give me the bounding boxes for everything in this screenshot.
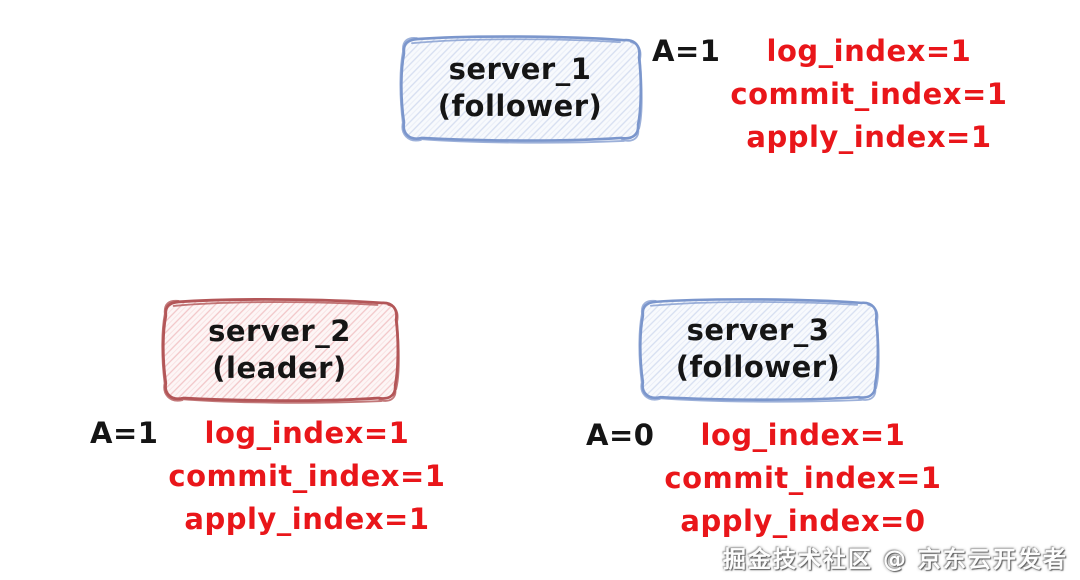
- node-title: server_1: [448, 52, 592, 86]
- index-lines: log_index=1 commit_index=1 apply_index=1: [730, 30, 1007, 159]
- a-value-label: A=1: [652, 34, 721, 68]
- index-line: log_index=1: [204, 416, 410, 450]
- node-role: (follower): [437, 89, 603, 123]
- node-title: server_2: [208, 313, 351, 348]
- server-1-state: A=1 log_index=1 commit_index=1 apply_ind…: [652, 30, 1007, 159]
- node-title: server_3: [686, 313, 830, 347]
- sketch-box-icon: [161, 298, 400, 404]
- sketch-box-icon: [399, 35, 643, 144]
- node-role: (leader): [212, 350, 347, 385]
- index-lines: log_index=1 commit_index=1 apply_index=1: [168, 412, 445, 541]
- index-line: log_index=1: [766, 34, 972, 68]
- index-line: commit_index=1: [168, 459, 446, 493]
- node-role: (follower): [675, 350, 841, 384]
- watermark-text: 掘金技术社区 @ 京东云开发者: [722, 547, 1068, 573]
- index-line: apply_index=1: [184, 502, 430, 536]
- server-2-node: server_2 (leader): [157, 295, 402, 404]
- server-3-state: A=0 log_index=1 commit_index=1 apply_ind…: [586, 414, 941, 543]
- index-lines: log_index=1 commit_index=1 apply_index=0: [664, 414, 941, 543]
- index-line: log_index=1: [700, 418, 906, 452]
- index-line: apply_index=1: [746, 120, 992, 154]
- sketch-box-icon: [638, 298, 880, 403]
- a-value-label: A=1: [90, 416, 159, 450]
- a-value-label: A=0: [586, 418, 655, 452]
- server-2-state: A=1 log_index=1 commit_index=1 apply_ind…: [90, 412, 445, 541]
- node-label: server_1 (follower): [395, 32, 645, 144]
- node-label: server_3 (follower): [634, 295, 882, 403]
- index-line: commit_index=1: [664, 461, 942, 495]
- index-line: commit_index=1: [730, 77, 1008, 111]
- node-label: server_2 (leader): [157, 295, 402, 404]
- server-3-node: server_3 (follower): [634, 295, 882, 403]
- index-line: apply_index=0: [680, 504, 926, 538]
- server-1-node: server_1 (follower): [395, 32, 645, 144]
